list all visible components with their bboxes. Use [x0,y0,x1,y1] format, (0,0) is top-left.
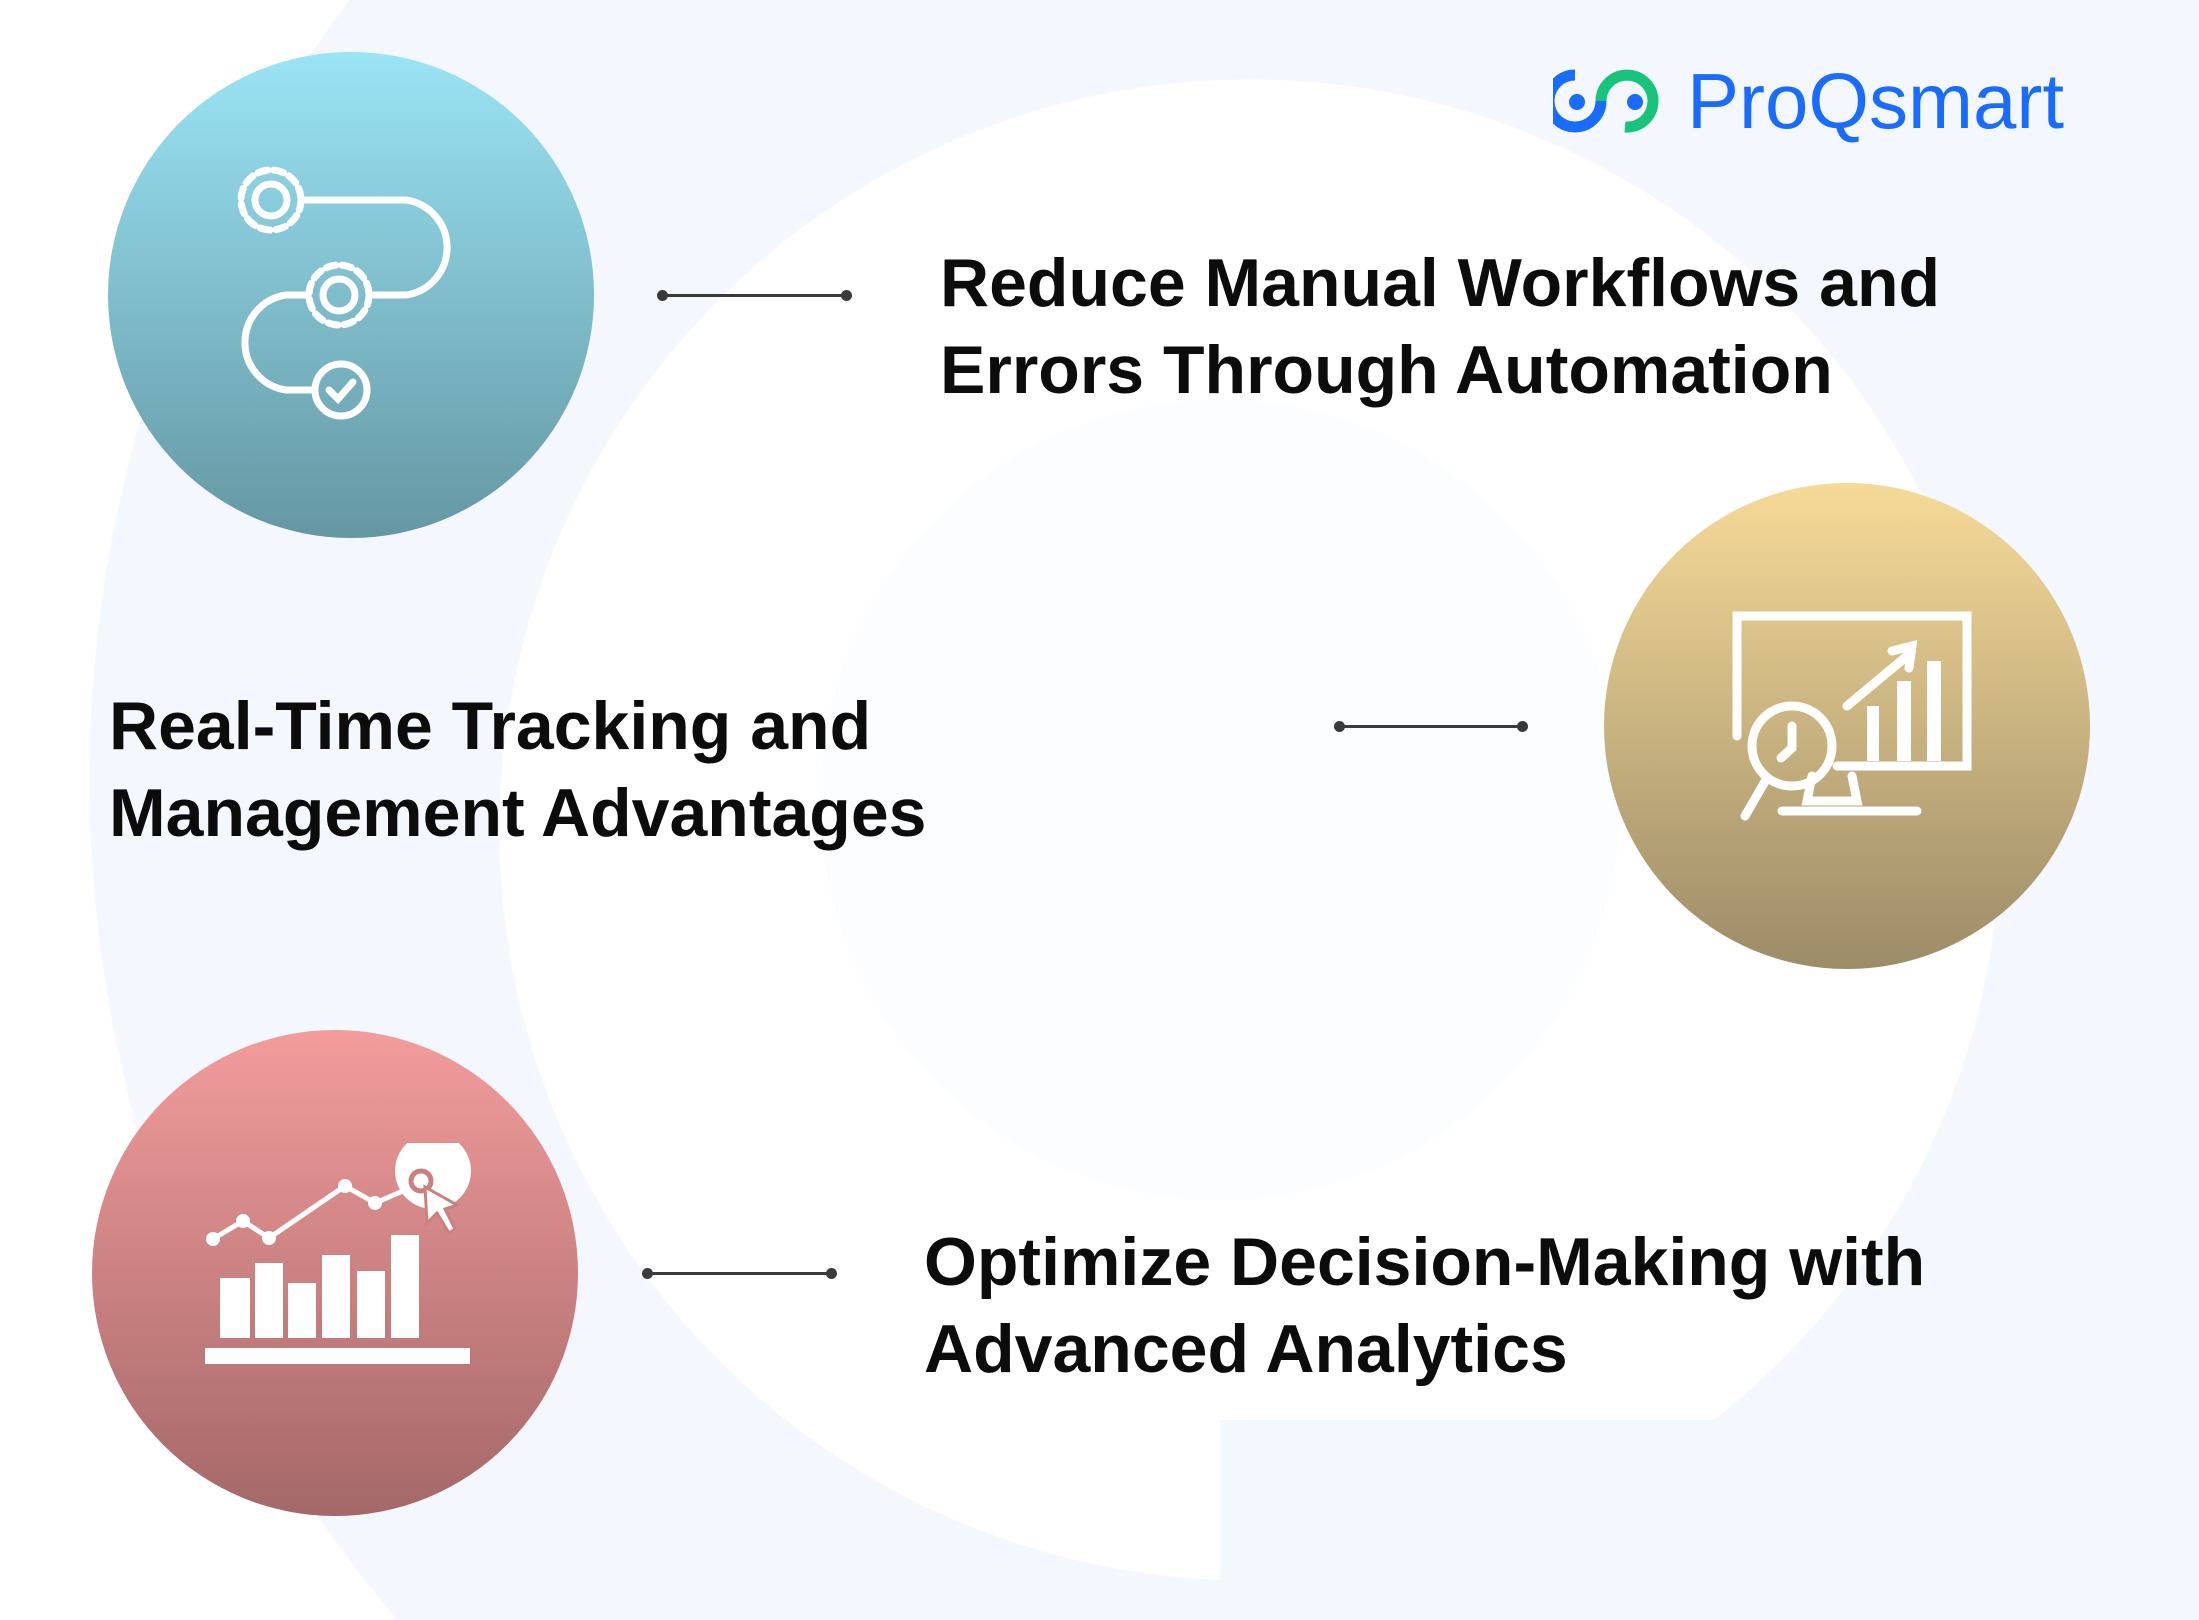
proqsmart-logo-icon [1553,69,1659,133]
feature-icon-circle-automation [108,52,594,538]
connector-line [1334,721,1528,732]
feature-title-analytics: Optimize Decision-Making with Advanced A… [924,1224,1926,1387]
gears-workflow-icon [237,166,451,420]
monitor-analytics-icon [1732,611,1972,821]
feature-title-automation: Reduce Manual Workflows and Errors Throu… [940,245,1941,408]
brand-logo: ProQsmart [1553,56,2064,147]
feature-title-tracking: Real-Time Tracking and Management Advant… [109,688,927,851]
connector-line [657,290,852,301]
background-shape [1220,1420,2199,1620]
feature-icon-circle-analytics [92,1030,578,1516]
connector-line [642,1268,837,1279]
bar-chart-target-icon [205,1143,471,1364]
feature-icon-circle-tracking [1604,483,2090,969]
brand-name: ProQsmart [1687,57,2065,145]
